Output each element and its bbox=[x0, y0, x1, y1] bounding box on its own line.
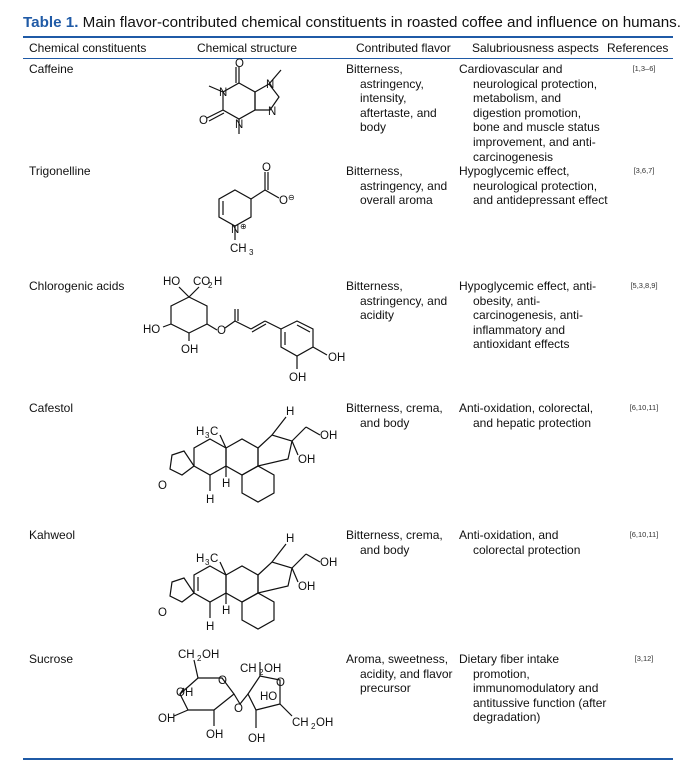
methyl-carbon: C bbox=[210, 426, 218, 438]
kahweol-structure: H H 3 C OH OH H H O bbox=[158, 533, 337, 633]
hydroxyl-label: OH bbox=[158, 713, 175, 725]
hydroxymethyl-subscript: 2 bbox=[311, 722, 316, 731]
carbonyl-o-label: O bbox=[235, 58, 244, 70]
flavor-cell: Bitterness, crema, and body bbox=[346, 528, 443, 557]
hydroxymethyl-subscript: 2 bbox=[197, 654, 202, 663]
flavor-cell: Bitterness, astringency, intensity, afte… bbox=[346, 62, 437, 135]
hydroxyl-label: OH bbox=[320, 430, 337, 442]
carboxylate-o-label: O bbox=[262, 162, 271, 174]
hydrogen-label: H bbox=[286, 406, 294, 418]
glycosidic-o-label: O bbox=[234, 703, 243, 715]
nitrogen-label: N bbox=[231, 224, 239, 236]
hydroxymethyl-label: CH bbox=[292, 717, 309, 729]
reference-cell: [5,3,8,9] bbox=[630, 281, 658, 290]
hydrogen-label: H bbox=[206, 494, 214, 506]
reference-cell: [6,10,11] bbox=[629, 403, 659, 412]
header-references: References bbox=[607, 41, 669, 55]
trigonelline-structure: O O ⊖ N ⊕ CH 3 bbox=[218, 162, 295, 257]
positive-charge: ⊕ bbox=[240, 222, 247, 231]
constituent-name: Cafestol bbox=[29, 401, 74, 415]
carboxyl-label: CO bbox=[193, 276, 210, 288]
flavor-cell: Bitterness, astringency, and overall aro… bbox=[346, 164, 448, 208]
hydroxymethyl-subscript: 2 bbox=[259, 668, 264, 677]
ester-o-label: O bbox=[217, 325, 226, 337]
nitrogen-label: N bbox=[266, 79, 274, 91]
header-flavor: Contributed flavor bbox=[356, 41, 451, 55]
caffeine-structure: O O N N N N bbox=[199, 58, 282, 134]
hydroxyl-label: OH bbox=[320, 557, 337, 569]
salubriousness-cell: Cardiovascular and neurological protecti… bbox=[459, 62, 600, 164]
cafestol-structure: H H 3 C OH OH H H O bbox=[158, 406, 337, 506]
constituent-name: Caffeine bbox=[29, 62, 74, 76]
hydroxymethyl-oh: OH bbox=[316, 717, 333, 729]
hydroxyl-label: OH bbox=[248, 733, 265, 745]
hydroxyl-label: OH bbox=[298, 581, 315, 593]
reference-cell: [1,3–6] bbox=[632, 64, 656, 73]
hydroxyl-label: HO bbox=[260, 691, 277, 703]
header-salubriousness: Salubriousness aspects bbox=[472, 41, 599, 55]
hydroxymethyl-oh: OH bbox=[202, 649, 219, 661]
salubriousness-cell: Anti-oxidation, colorectal, and hepatic … bbox=[459, 401, 594, 430]
ring-o-label: O bbox=[276, 677, 285, 689]
nitrogen-label: N bbox=[268, 106, 276, 118]
constituent-name: Chlorogenic acids bbox=[29, 279, 125, 293]
carboxyl-subscript: 2 bbox=[208, 281, 213, 290]
flavor-cell: Bitterness, astringency, and acidity bbox=[346, 279, 448, 323]
hydroxymethyl-oh: OH bbox=[264, 663, 281, 675]
methyl-subscript: 3 bbox=[205, 431, 210, 440]
ring-o-label: O bbox=[218, 675, 227, 687]
hydroxyl-label: OH bbox=[298, 454, 315, 466]
hydroxymethyl-label: CH bbox=[240, 663, 257, 675]
hydroxyl-label: OH bbox=[328, 352, 345, 364]
table-caption: Table 1. Main flavor-contributed chemica… bbox=[23, 14, 683, 31]
salubriousness-cell: Hypoglycemic effect, neurological protec… bbox=[459, 164, 608, 208]
sucrose-structure: CH 2 OH CH 2 OH O OH OH O O HO CH 2 OH O… bbox=[158, 649, 333, 745]
methyl-label: CH bbox=[230, 243, 247, 255]
carboxylate-o-label: O bbox=[279, 195, 288, 207]
constituent-name: Trigonelline bbox=[29, 164, 91, 178]
chlorogenic-acid-structure: HO CO 2 H HO OH O OH OH bbox=[143, 276, 345, 384]
carbonyl-o-label: O bbox=[199, 115, 208, 127]
header-rule bbox=[23, 58, 673, 59]
reference-cell: [3,12] bbox=[634, 654, 654, 663]
hydrogen-label: H bbox=[222, 478, 230, 490]
methyl-label: H bbox=[196, 553, 204, 565]
table-title: Main flavor-contributed chemical constit… bbox=[82, 14, 681, 31]
hydroxyl-label: HO bbox=[143, 324, 160, 336]
salubriousness-cell: Anti-oxidation, and colorectal protectio… bbox=[459, 528, 581, 557]
nitrogen-label: N bbox=[219, 87, 227, 99]
methyl-subscript: 3 bbox=[205, 558, 210, 567]
constituent-name: Kahweol bbox=[29, 528, 76, 542]
hydroxyl-label: OH bbox=[181, 344, 198, 356]
furan-o-label: O bbox=[158, 607, 167, 619]
table-number: Table 1. bbox=[23, 14, 79, 31]
hydrogen-label: H bbox=[206, 621, 214, 633]
flavor-cell: Aroma, sweetness, acidity, and flavor pr… bbox=[346, 652, 453, 696]
methyl-carbon: C bbox=[210, 553, 218, 565]
hydroxyl-label: OH bbox=[206, 729, 223, 741]
furan-o-label: O bbox=[158, 480, 167, 492]
reference-cell: [6,10,11] bbox=[629, 530, 659, 539]
header-structure: Chemical structure bbox=[197, 41, 298, 55]
negative-charge: ⊖ bbox=[288, 193, 295, 202]
header-constituents: Chemical constituents bbox=[29, 41, 147, 55]
hydroxyl-label: HO bbox=[163, 276, 180, 288]
salubriousness-cell: Hypoglycemic effect, anti-obesity, anti-… bbox=[459, 279, 597, 352]
hydroxyl-label: OH bbox=[176, 687, 193, 699]
hydrogen-label: H bbox=[286, 533, 294, 545]
top-rule bbox=[23, 36, 673, 38]
methyl-label: H bbox=[196, 426, 204, 438]
constituent-name: Sucrose bbox=[29, 652, 74, 666]
reference-cell: [3,6,7] bbox=[633, 166, 655, 175]
flavor-cell: Bitterness, crema, and body bbox=[346, 401, 443, 430]
hydrogen-label: H bbox=[222, 605, 230, 617]
salubriousness-cell: Dietary fiber intake promotion, immunomo… bbox=[459, 652, 607, 725]
hydroxymethyl-label: CH bbox=[178, 649, 195, 661]
carboxyl-h: H bbox=[214, 276, 222, 288]
bottom-rule bbox=[23, 758, 673, 760]
methyl-subscript: 3 bbox=[249, 248, 254, 257]
nitrogen-label: N bbox=[235, 119, 243, 131]
hydroxyl-label: OH bbox=[289, 372, 306, 384]
